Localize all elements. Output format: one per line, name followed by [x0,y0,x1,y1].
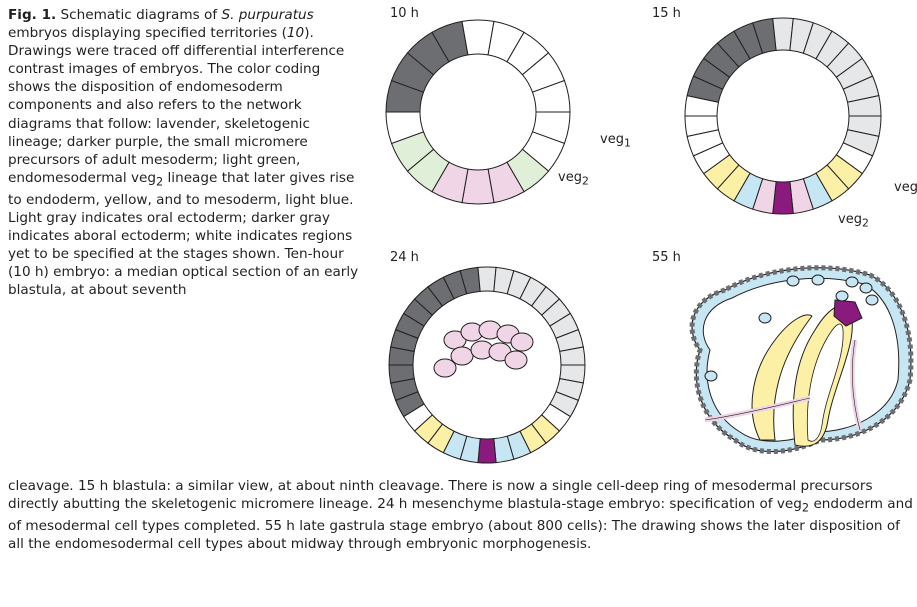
mesenchyme-cell [705,371,717,381]
mesenchyme-cell [812,275,824,285]
mesenchyme-cell [759,313,771,323]
mesenchyme-cell [860,283,872,293]
embryo-24h [389,267,585,463]
mesenchyme-cell [836,291,848,301]
mesenchyme-cell [511,333,533,351]
embryo-15h [685,18,881,214]
mesenchyme-cell [846,277,858,287]
mesenchyme-cell [787,276,799,286]
mesenchyme-cell [434,359,456,377]
mesenchyme-cell [505,351,527,369]
mesenchyme-cell [451,347,473,365]
mesenchyme-cell [866,295,878,305]
embryo-cell [478,439,496,463]
embryo-cell [478,267,496,291]
embryo-10h [386,20,570,204]
embryo-55h [692,268,911,452]
